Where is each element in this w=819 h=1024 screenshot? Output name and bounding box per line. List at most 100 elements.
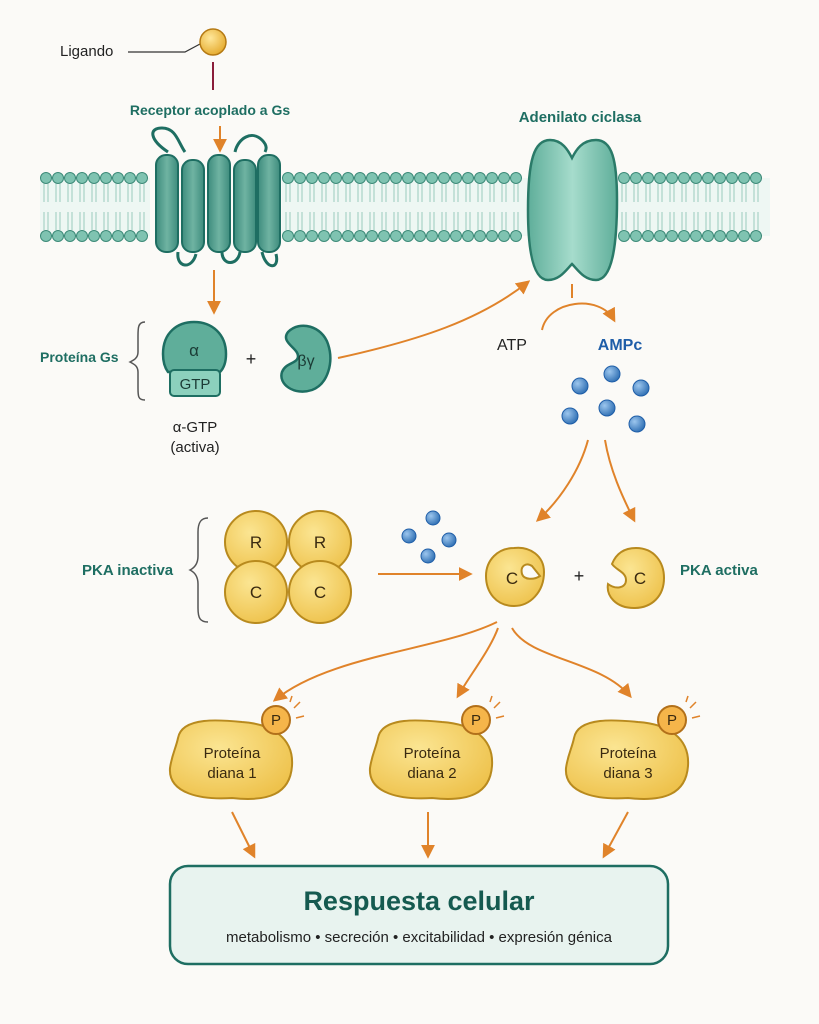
lipid-head <box>378 172 390 184</box>
phosphate-label: P <box>271 712 281 729</box>
plus-sign-pka: + <box>574 566 585 586</box>
lipid-head <box>294 172 306 184</box>
lipid-head <box>318 230 330 242</box>
gs-protein-group: Proteína Gs α GTP + βγ α-GTP (activa) <box>40 320 332 456</box>
cellular-response-box: Respuesta celular metabolismo • secreció… <box>168 864 670 966</box>
lipid-head <box>438 172 450 184</box>
lipid-head <box>438 230 450 242</box>
lipid-head <box>354 230 366 242</box>
alpha-gtp-caption: α-GTP <box>173 419 218 436</box>
lipid-head <box>294 230 306 242</box>
lipid-head <box>474 172 486 184</box>
lipid-head <box>40 172 52 184</box>
lipid-head <box>426 172 438 184</box>
phosphate-label: P <box>667 712 677 729</box>
lipid-head <box>112 172 124 184</box>
lipid-head <box>40 230 52 242</box>
lipid-head <box>52 230 64 242</box>
lipid-head <box>678 172 690 184</box>
alpha-symbol: α <box>189 341 199 360</box>
lipid-head <box>124 172 136 184</box>
target-label-line1: Proteína <box>600 745 657 762</box>
lipid-head <box>630 172 642 184</box>
plus-sign: + <box>246 349 257 369</box>
lipid-head <box>666 230 678 242</box>
lipid-head <box>306 172 318 184</box>
camp-label: AMPc <box>598 337 643 354</box>
target-protein-3: Proteína diana 3 P <box>564 695 701 800</box>
r-subunit-1: R <box>250 533 262 552</box>
lipid-head <box>366 172 378 184</box>
lipid-head <box>342 172 354 184</box>
lipid-head <box>76 230 88 242</box>
lipid-head <box>690 172 702 184</box>
pka-inactive-label: PKA inactiva <box>82 562 174 579</box>
ligand: Ligando <box>60 28 227 90</box>
c-subunit-free-2 <box>606 546 666 610</box>
pka-inactive: PKA inactiva R R C C <box>82 510 352 624</box>
ligand-label: Ligando <box>60 43 113 60</box>
lipid-head <box>330 172 342 184</box>
lipid-head <box>678 230 690 242</box>
lipid-head <box>498 172 510 184</box>
lipid-head <box>306 230 318 242</box>
ligand-molecule <box>199 28 227 56</box>
lipid-head <box>486 172 498 184</box>
lipid-head <box>354 172 366 184</box>
cell-membrane <box>40 172 770 242</box>
lipid-head <box>630 230 642 242</box>
lipid-head <box>64 230 76 242</box>
atp-label: ATP <box>497 337 527 354</box>
lipid-head <box>618 230 630 242</box>
lipid-head <box>64 172 76 184</box>
atp-to-camp: ATP AMPc <box>497 284 642 354</box>
c-subunit-2: C <box>314 583 326 602</box>
lipid-head <box>414 230 426 242</box>
gs-coupled-receptor <box>151 126 281 268</box>
lipid-head <box>282 230 294 242</box>
adenylate-cyclase <box>526 138 619 282</box>
lipid-head <box>88 172 100 184</box>
lipid-head <box>738 230 750 242</box>
lipid-head <box>486 230 498 242</box>
lipid-head <box>462 230 474 242</box>
c-subunit-1: C <box>250 583 262 602</box>
lipid-head <box>714 230 726 242</box>
lipid-head <box>402 172 414 184</box>
lipid-head <box>136 172 148 184</box>
lipid-head <box>76 172 88 184</box>
gtp-label: GTP <box>180 376 211 393</box>
beta-gamma-subunit <box>280 324 332 393</box>
lipid-head <box>714 172 726 184</box>
gtp-box <box>169 369 221 397</box>
target-label-line1: Proteína <box>404 745 461 762</box>
lipid-head <box>52 172 64 184</box>
lipid-head <box>510 172 522 184</box>
lipid-head <box>390 230 402 242</box>
lipid-head <box>726 230 738 242</box>
lipid-head <box>618 172 630 184</box>
lipid-head <box>462 172 474 184</box>
lipid-head <box>100 230 112 242</box>
receptor-label: Receptor acoplado a Gs <box>130 102 290 118</box>
target-label-line2: diana 3 <box>603 765 652 782</box>
lipid-head <box>342 230 354 242</box>
beta-gamma-symbol: βγ <box>297 353 314 370</box>
lipid-head <box>750 172 762 184</box>
lipid-head <box>136 230 148 242</box>
lipid-head <box>282 172 294 184</box>
active-caption: (activa) <box>170 439 219 456</box>
lipid-head <box>366 230 378 242</box>
phosphate-badge <box>657 705 687 735</box>
lipid-head <box>642 230 654 242</box>
camp-molecules-small <box>401 510 457 564</box>
target-label-line2: diana 1 <box>207 765 256 782</box>
phosphate-badge <box>461 705 491 735</box>
lipid-head <box>474 230 486 242</box>
camp-molecules <box>561 365 650 433</box>
lipid-head <box>378 230 390 242</box>
target-label-line2: diana 2 <box>407 765 456 782</box>
lipid-head <box>390 172 402 184</box>
lipid-head <box>414 172 426 184</box>
